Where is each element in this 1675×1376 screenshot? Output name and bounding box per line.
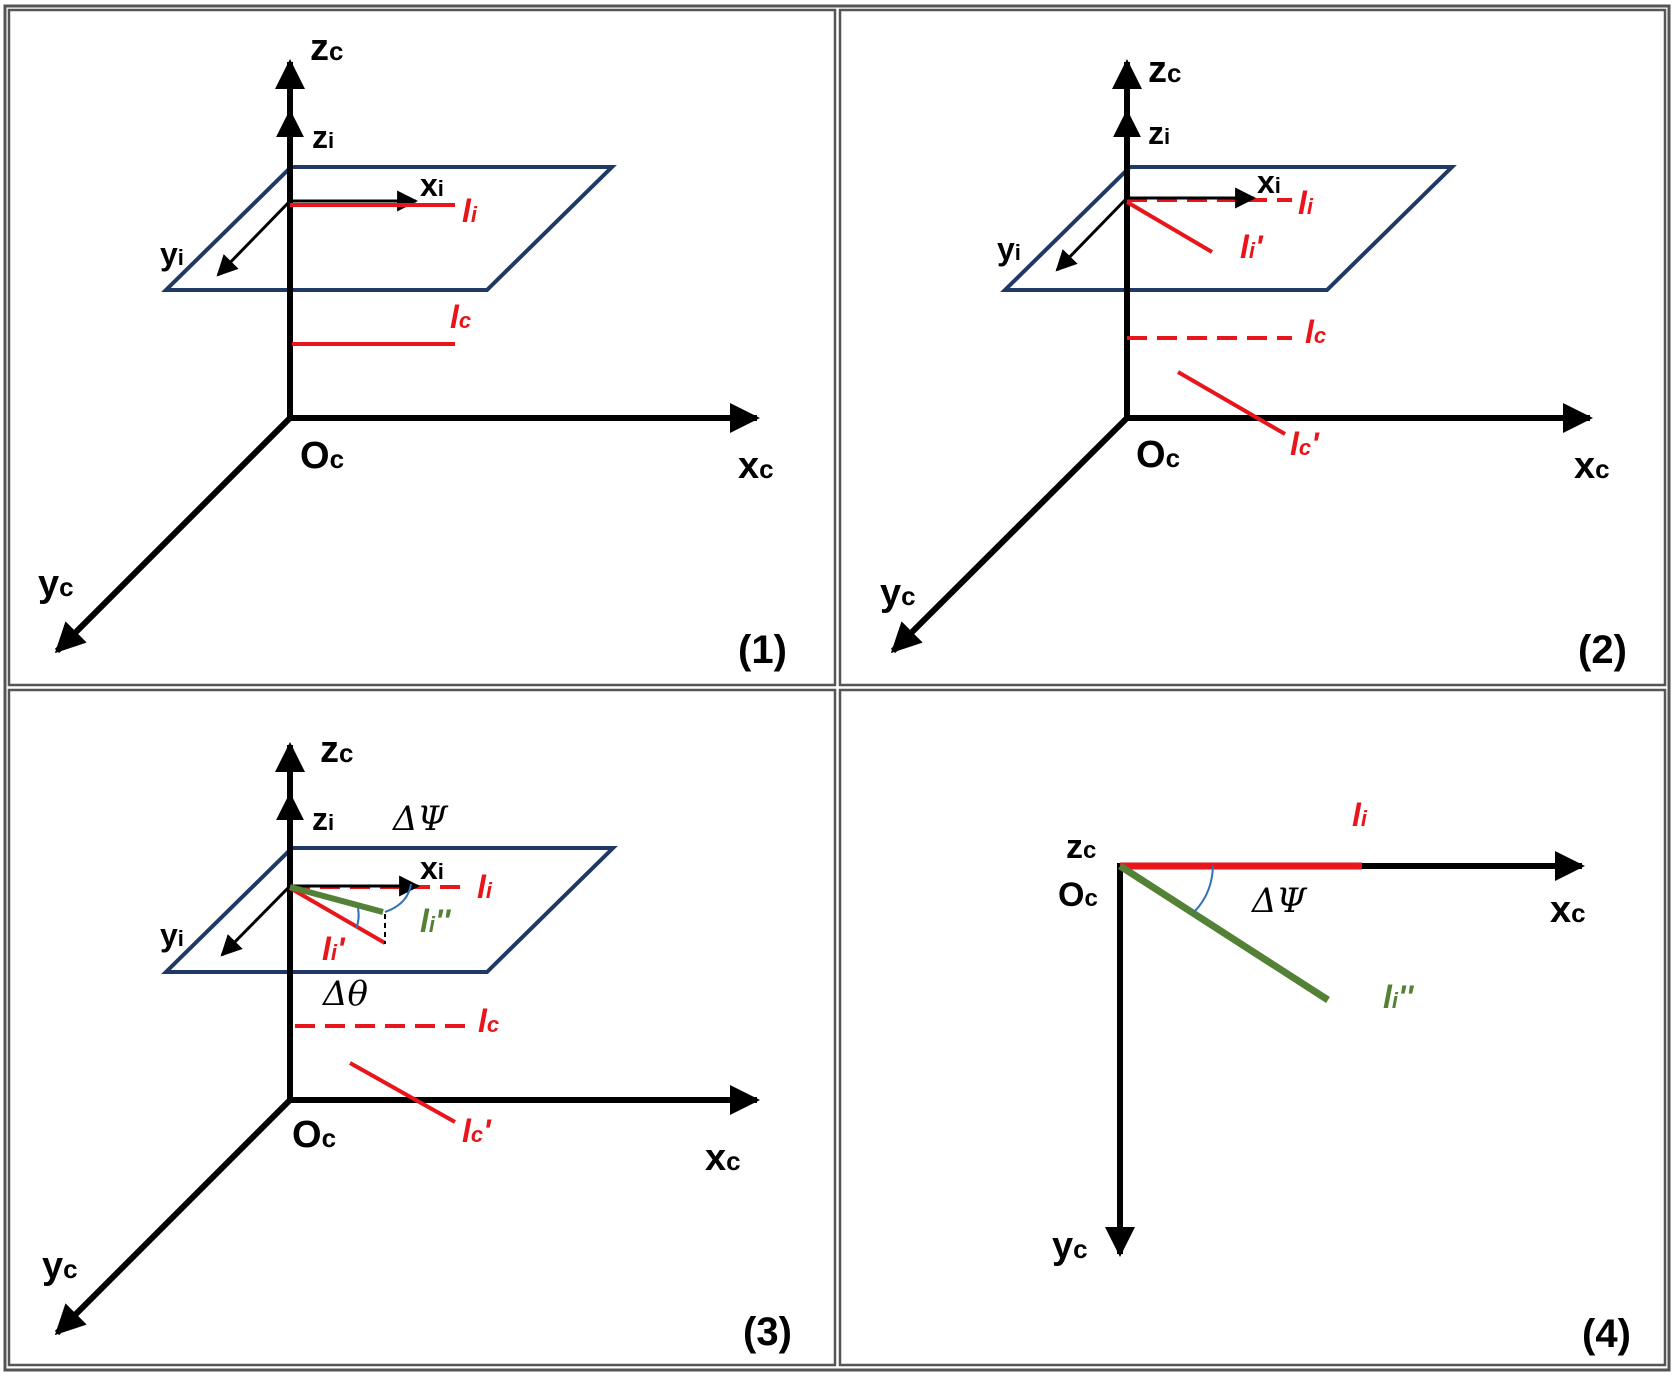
- label-yi: yi: [997, 231, 1021, 267]
- label-zi: zi: [1148, 115, 1170, 151]
- yi-axis: [216, 199, 292, 277]
- label-li: li: [1352, 797, 1368, 833]
- label-li: li: [462, 193, 478, 229]
- panel-4: li zc Oc ΔΨ xc li'' yc (4): [1052, 797, 1631, 1356]
- yi-axis: [1055, 196, 1129, 272]
- panel-number: (4): [1582, 1312, 1631, 1356]
- outer-frame: [3, 4, 1671, 1372]
- line-li-prime: [288, 886, 387, 945]
- label-lc: lc: [478, 1003, 499, 1039]
- label-xc: xc: [705, 1137, 741, 1179]
- image-plane: [1000, 165, 1457, 292]
- panel-2: zc zi xi li li' yi lc Oc lc' xc yc (2): [880, 49, 1627, 672]
- line-li-double-prime: [1118, 863, 1330, 1003]
- label-zc: zc: [320, 729, 353, 771]
- label-li: li: [1298, 185, 1314, 221]
- image-plane: [161, 165, 617, 292]
- panel-3: zc zi ΔΨ xi li li'' yi li' Δθ lc Oc lc' …: [42, 729, 792, 1354]
- label-yi: yi: [160, 917, 184, 953]
- label-zi: zi: [312, 119, 334, 155]
- label-yi: yi: [160, 236, 184, 272]
- label-oc: Oc: [292, 1114, 336, 1156]
- delta-theta-arc: [355, 907, 360, 929]
- label-delta-psi: ΔΨ: [1250, 881, 1308, 921]
- image-plane: [161, 846, 618, 974]
- label-delta-psi: ΔΨ: [391, 799, 449, 839]
- label-zc: zc: [310, 27, 343, 69]
- label-xc: xc: [1574, 445, 1610, 487]
- label-li-double-prime: li'': [1383, 979, 1415, 1015]
- label-lc-prime: lc': [1290, 426, 1320, 462]
- label-oc: Oc: [1136, 434, 1180, 476]
- yc-axis: [54, 415, 293, 654]
- label-lc: lc: [450, 299, 471, 335]
- panel-1-frame: [7, 8, 837, 687]
- yi-axis: [220, 884, 292, 957]
- line-lc-prime: [1176, 370, 1287, 436]
- label-yc: yc: [1052, 1225, 1088, 1267]
- yc-axis: [54, 1097, 293, 1336]
- label-oc: Oc: [300, 435, 344, 477]
- panel-1: zc zi xi li yi lc Oc xc yc (1): [38, 27, 787, 672]
- label-li-double-prime: li'': [420, 903, 452, 939]
- label-li-prime: li': [1240, 229, 1264, 265]
- panel-number: (1): [738, 628, 787, 672]
- panel-number: (3): [743, 1310, 792, 1354]
- label-zc: zc: [1148, 49, 1181, 91]
- label-xc: xc: [738, 445, 774, 487]
- label-yc: yc: [880, 572, 916, 614]
- line-lc-prime: [349, 1061, 456, 1124]
- line-li-double-prime: [289, 884, 384, 915]
- label-yc: yc: [42, 1245, 78, 1287]
- label-lc: lc: [1305, 314, 1326, 350]
- label-lc-prime: lc': [462, 1113, 492, 1149]
- label-zc: zc: [1066, 828, 1096, 866]
- label-yc: yc: [38, 563, 74, 605]
- label-li: li: [477, 869, 493, 905]
- label-xi: xi: [1257, 164, 1281, 200]
- delta-psi-arc: [1193, 865, 1214, 913]
- yc-axis: [890, 415, 1130, 654]
- panel-number: (2): [1578, 628, 1627, 672]
- label-oc: Oc: [1058, 876, 1098, 914]
- label-delta-theta: Δθ: [321, 974, 368, 1014]
- line-li-prime: [1125, 200, 1214, 254]
- label-xc: xc: [1550, 889, 1586, 931]
- label-xi: xi: [420, 167, 444, 203]
- panel-4-frame: [838, 688, 1667, 1367]
- label-xi: xi: [420, 850, 444, 886]
- panel-3-frame: [7, 688, 837, 1367]
- panel-2-frame: [838, 8, 1667, 687]
- delta-psi-arc: [384, 883, 412, 913]
- label-li-prime: li': [322, 931, 346, 967]
- label-zi: zi: [312, 801, 334, 837]
